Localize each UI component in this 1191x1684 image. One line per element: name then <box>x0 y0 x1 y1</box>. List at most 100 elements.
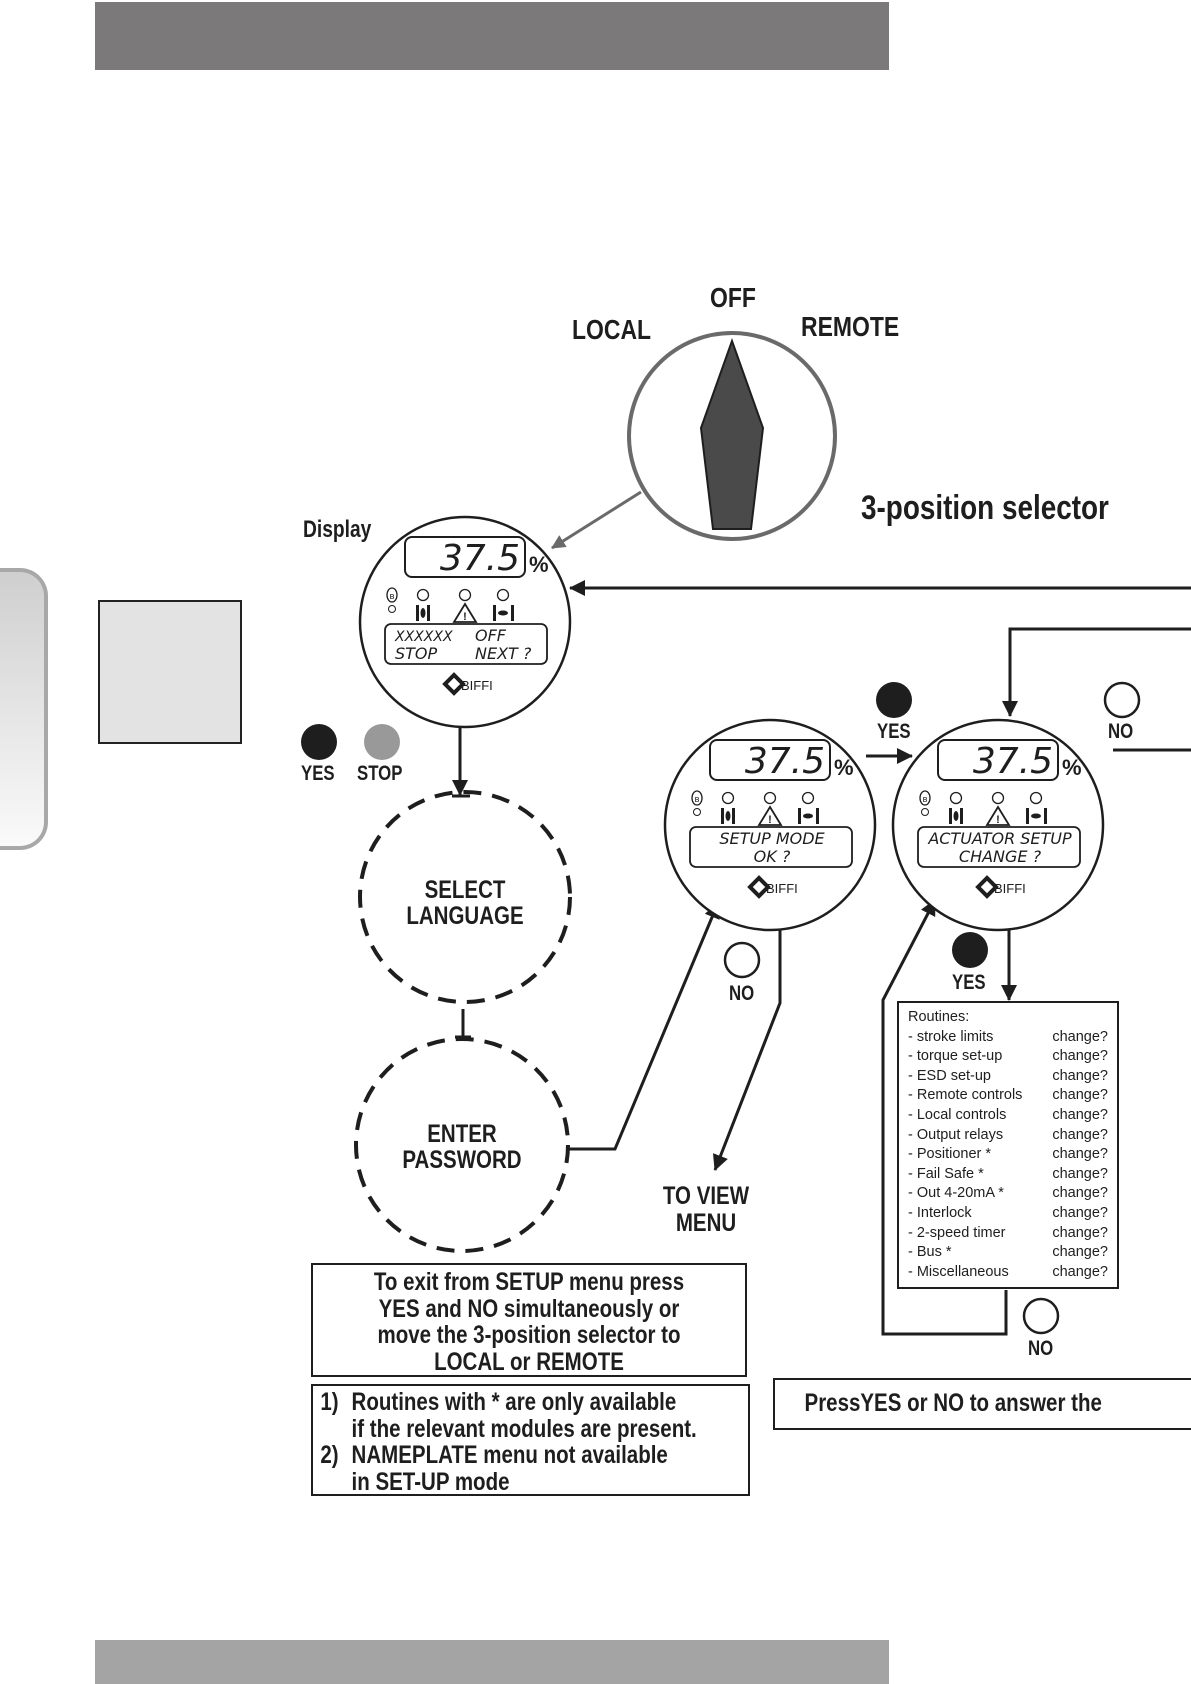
no-button-icon[interactable] <box>1103 681 1141 719</box>
select-language-label: SELECT LANGUAGE <box>406 876 524 930</box>
routine-row[interactable]: - stroke limits change? <box>908 1028 1108 1048</box>
chapter-side-tab <box>0 568 48 850</box>
routine-row[interactable]: - Bus *change? <box>908 1243 1108 1263</box>
no-button-icon[interactable] <box>1022 1297 1060 1335</box>
position-value: 37.5 <box>973 741 1053 782</box>
selector-switch[interactable] <box>627 331 837 541</box>
chapter-marker-box <box>98 600 242 744</box>
bluetooth-led <box>693 808 701 816</box>
routine-action: change? <box>1052 1028 1108 1045</box>
routine-action: change? <box>1052 1087 1108 1104</box>
routine-action: change? <box>1052 1263 1108 1280</box>
yes-button-icon[interactable] <box>301 724 337 760</box>
value-window <box>404 536 526 578</box>
bluetooth-led <box>388 605 396 613</box>
exit-instructions-box: To exit from SETUP menu press YES and NO… <box>311 1263 747 1377</box>
routine-action: change? <box>1052 1204 1108 1221</box>
routine-name: - Interlock <box>908 1204 972 1221</box>
message-window <box>384 623 548 665</box>
status-led <box>991 791 1005 805</box>
routine-name: - Miscellaneous <box>908 1263 1009 1280</box>
svg-text:!: ! <box>768 814 772 826</box>
percent-unit: % <box>834 755 854 780</box>
routine-name: - Bus * <box>908 1244 952 1261</box>
bluetooth-glyph: ʙ <box>390 591 395 601</box>
routine-row[interactable]: - Output relays change? <box>908 1126 1108 1146</box>
open-icon <box>1026 808 1047 824</box>
routine-row[interactable]: - ESD set-up change? <box>908 1067 1108 1087</box>
status-led <box>949 791 963 805</box>
message-line2: CHANGE ? <box>959 847 1042 866</box>
routine-row[interactable]: - Positioner *change? <box>908 1145 1108 1165</box>
routines-title: Routines: <box>908 1009 970 1025</box>
stop-button-icon[interactable] <box>364 724 400 760</box>
routine-name: - Local controls <box>908 1106 1007 1123</box>
routine-name: - ESD set-up <box>908 1067 991 1084</box>
bluetooth-glyph: ʙ <box>923 794 928 804</box>
status-led <box>458 588 472 602</box>
routine-row[interactable]: - Fail Safe * change? <box>908 1165 1108 1185</box>
display-label: Display <box>303 516 372 543</box>
routine-row[interactable]: - Local controls change? <box>908 1106 1108 1126</box>
selector-to-display-arrow <box>551 490 642 550</box>
return-arrow-actuator <box>1002 627 1191 717</box>
selector-label-off: OFF <box>710 282 756 313</box>
routine-action: change? <box>1052 1106 1108 1123</box>
routine-row[interactable]: - Interlock change? <box>908 1204 1108 1224</box>
routine-action: change? <box>1052 1067 1108 1084</box>
message-line1-right: OFF <box>475 626 507 645</box>
routine-row[interactable]: - Miscellaneous change? <box>908 1263 1108 1283</box>
yes-button-icon[interactable] <box>952 932 988 968</box>
routine-action: change? <box>1052 1185 1108 1202</box>
routine-action: change? <box>1052 1126 1108 1143</box>
routine-name: - Fail Safe * <box>908 1165 984 1182</box>
yes-button-icon[interactable] <box>876 682 912 718</box>
bluetooth-glyph: ʙ <box>695 794 700 804</box>
open-icon <box>798 808 819 824</box>
closed-icon <box>721 808 735 824</box>
message-window <box>689 826 853 868</box>
status-led <box>763 791 777 805</box>
message-line1: ACTUATOR SETUP <box>927 829 1072 848</box>
status-led <box>1029 791 1043 805</box>
open-icon <box>493 605 514 621</box>
routine-name: - Out 4-20mA * <box>908 1185 1004 1202</box>
closed-icon <box>416 605 430 621</box>
enter-password-label: ENTER PASSWORD <box>402 1120 522 1174</box>
no-label: NO <box>1028 1337 1054 1360</box>
footer-bar <box>95 1640 889 1684</box>
warning-icon: ! <box>985 805 1011 826</box>
selector-label-remote: REMOTE <box>801 311 900 342</box>
routine-name: - Remote controls <box>908 1087 1023 1104</box>
routine-row[interactable]: - Out 4-20mA * change? <box>908 1184 1108 1204</box>
yes-label: YES <box>952 971 986 994</box>
brand-name: BIFFI <box>994 881 1026 896</box>
routine-name: - 2-speed timer <box>908 1224 1006 1241</box>
selector-pointer[interactable] <box>699 338 765 530</box>
routine-action: change? <box>1052 1146 1108 1163</box>
status-led <box>416 588 430 602</box>
bluetooth-icon <box>919 790 931 806</box>
routine-name: - stroke limits <box>908 1028 994 1045</box>
enter-password-step <box>354 1037 570 1253</box>
routine-row[interactable]: - Remote controls change? <box>908 1086 1108 1106</box>
value-window <box>937 739 1059 781</box>
routine-name: - Output relays <box>908 1126 1004 1143</box>
message-line2-left: STOP <box>395 644 438 663</box>
press-hint-box: PressYES or NO to answer the <box>773 1378 1191 1430</box>
no-label: NO <box>1108 720 1134 743</box>
routine-action: change? <box>1052 1048 1108 1065</box>
stop-label: STOP <box>357 762 403 785</box>
percent-unit: % <box>529 552 549 577</box>
no-button-icon[interactable] <box>723 941 761 979</box>
position-value: 37.5 <box>440 538 520 579</box>
routine-action: change? <box>1052 1165 1108 1182</box>
to-view-menu-label: TO VIEW MENU <box>662 1182 750 1237</box>
